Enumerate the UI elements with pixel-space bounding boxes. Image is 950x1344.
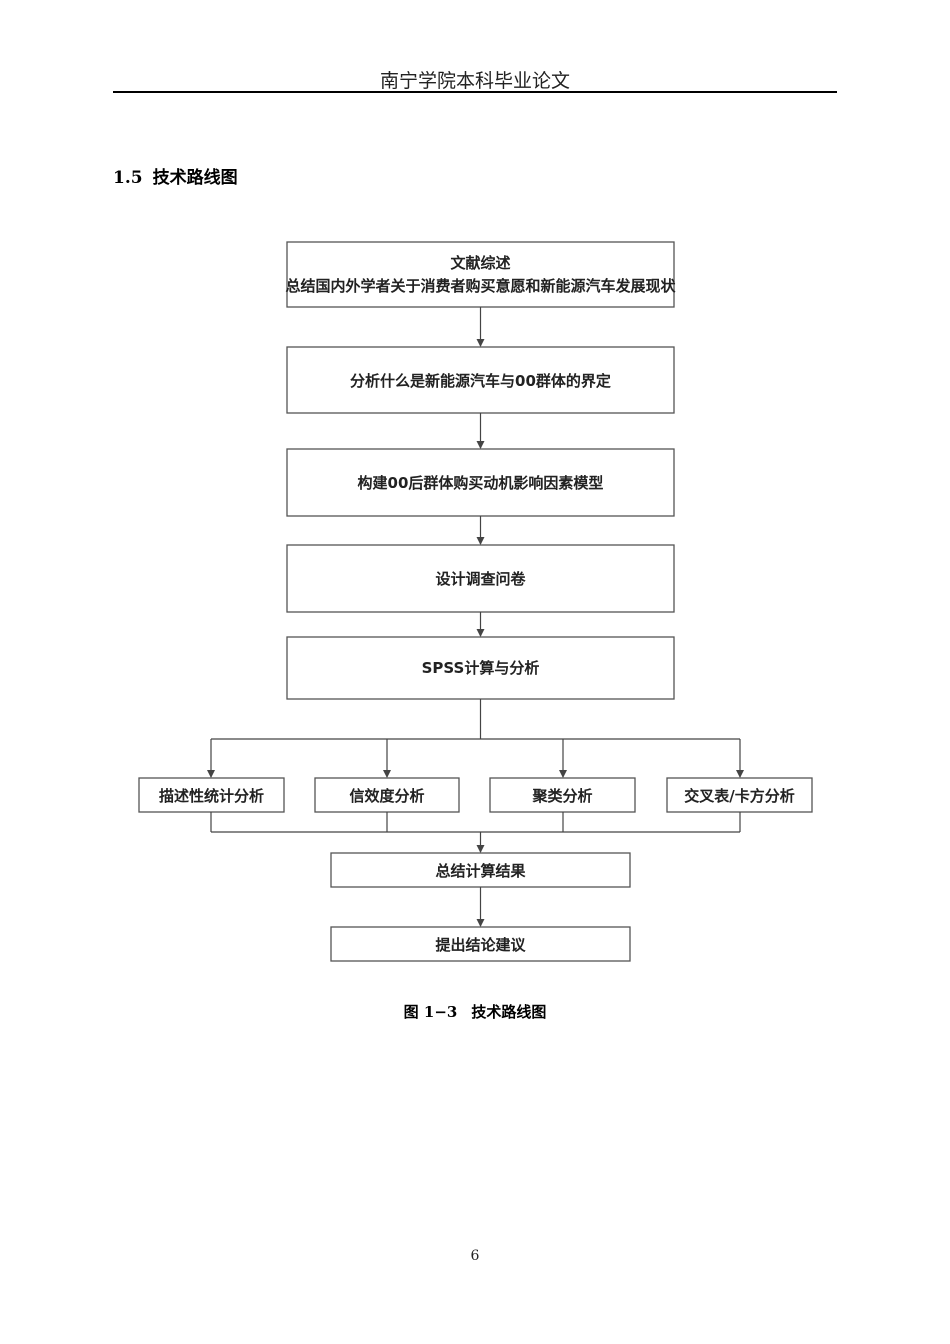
- literature-review-box: [286, 241, 675, 308]
- descriptive-statistics-box: [138, 777, 285, 813]
- definition-analysis-box: [286, 346, 675, 414]
- section-heading: 1.5 技术路线图: [113, 163, 248, 188]
- reliability-validity-label: 信效度分析: [349, 787, 424, 805]
- literature-review-title: 文献综述: [450, 254, 510, 272]
- figure-caption: 图 1−3 技术路线图: [0, 1001, 950, 1022]
- cluster-analysis-box: [489, 777, 636, 813]
- page-number: 6: [470, 1248, 480, 1264]
- figure-number: 图 1−3: [403, 1003, 458, 1021]
- section-title: 技术路线图: [152, 168, 238, 188]
- literature-review-summary: 总结国内外学者关于消费者购买意愿和新能源汽车发展现状: [285, 277, 676, 295]
- definition-analysis-label: 分析什么是新能源汽车与00群体的界定: [350, 372, 611, 390]
- spss-analysis-box: [286, 636, 675, 700]
- crosstab-chisquare-box: [666, 777, 813, 813]
- crosstab-chisquare-label: 交叉表/卡方分析: [684, 787, 794, 805]
- model-building-box: [286, 448, 675, 517]
- cluster-analysis-label: 聚类分析: [531, 787, 592, 805]
- reliability-validity-box: [314, 777, 460, 813]
- questionnaire-design-label: 设计调查问卷: [435, 570, 526, 588]
- conclusions-box: [330, 926, 631, 962]
- summary-results-label: 总结计算结果: [435, 862, 526, 880]
- section-number: 1.5: [113, 168, 143, 188]
- header-rule: [113, 91, 837, 93]
- conclusions-label: 提出结论建议: [435, 936, 526, 954]
- spss-analysis-label: SPSS计算与分析: [422, 659, 540, 677]
- running-header: 南宁学院本科毕业论文: [379, 70, 570, 92]
- model-building-label: 构建00后群体购买动机影响因素模型: [358, 474, 604, 492]
- figure-title: 技术路线图: [471, 1003, 547, 1021]
- questionnaire-design-box: [286, 544, 675, 613]
- descriptive-statistics-label: 描述性统计分析: [159, 787, 264, 805]
